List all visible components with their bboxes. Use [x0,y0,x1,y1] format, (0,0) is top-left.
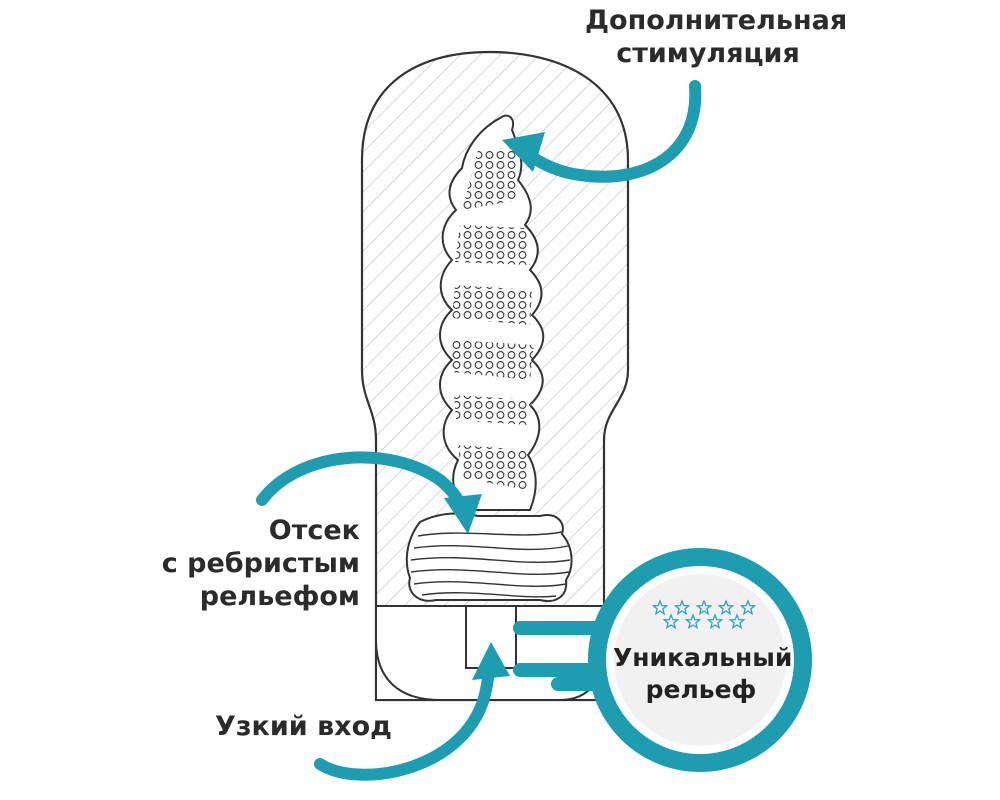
label-ribbed-chamber-line1: Отсек [268,515,360,546]
star-icon [728,613,746,630]
star-icon [662,613,680,630]
label-ribbed-chamber: Отсек с ребристым рельефом [160,514,360,613]
arrow-extra-stimulation [516,80,702,183]
star-icon [706,613,724,630]
star-icon [684,613,702,630]
arrow-narrow-entry-head [472,642,510,680]
arrow-ribbed-chamber [256,451,468,514]
arrow-extra-stimulation-head [502,132,545,172]
star-icon [651,599,669,616]
star-icon [717,599,735,616]
star-icon [673,599,691,616]
label-narrow-entry: Узкий вход [215,711,392,742]
star-icon [695,599,713,616]
label-extra-stimulation: Дополнительная стимуляция [585,4,848,70]
label-ribbed-chamber-line3: рельефом [199,581,360,612]
label-extra-stimulation-line1: Дополнительная [585,5,848,36]
label-extra-stimulation-line2: стимуляция [616,38,800,69]
label-unique-relief: Уникальный рельеф [613,642,793,706]
unique-relief-badge [513,548,812,772]
arrow-ribbed-chamber-head [444,494,482,534]
label-ribbed-chamber-line2: с ребристым [161,548,360,579]
ribbed-chamber [405,512,573,602]
badge-stars [651,599,757,630]
label-unique-relief-line2: рельеф [645,675,757,704]
star-icon [739,599,757,616]
label-unique-relief-line1: Уникальный [613,643,793,672]
inner-canal [439,114,545,511]
